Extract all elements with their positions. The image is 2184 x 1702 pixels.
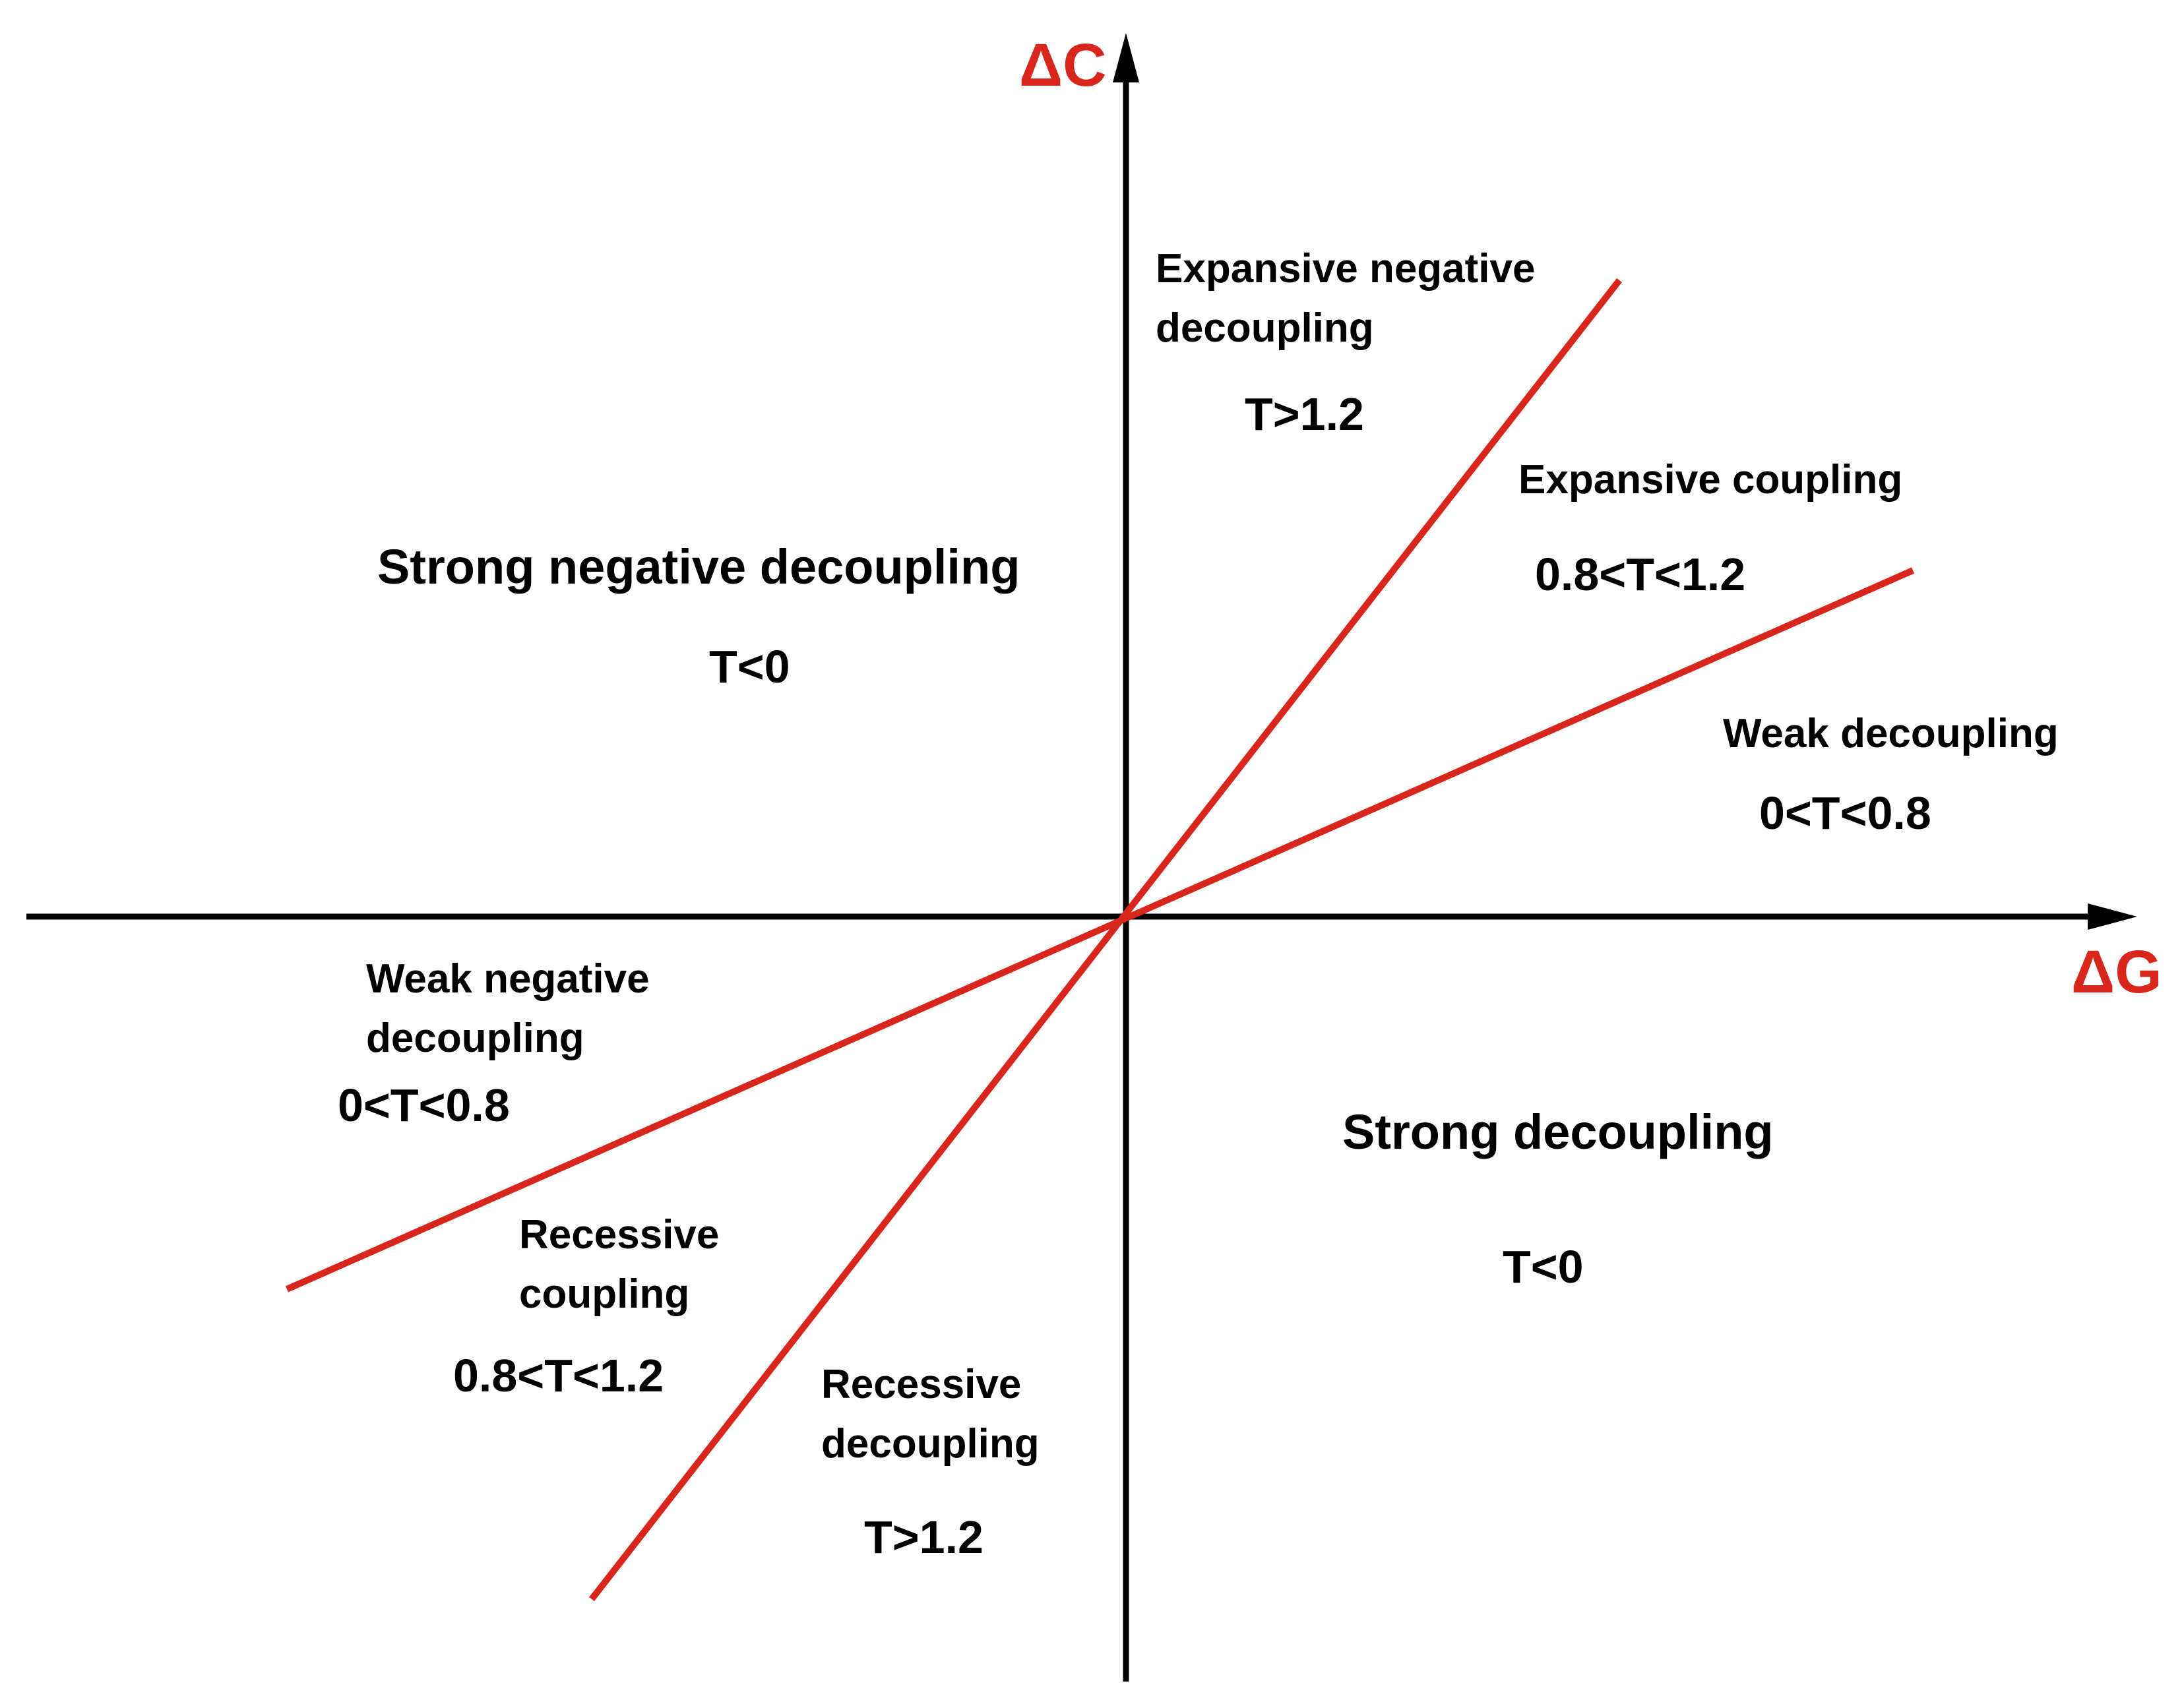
region-weak-negative-title-2: decoupling [366, 1016, 584, 1061]
region-expansive-negative-condition: T>1.2 [1245, 388, 1364, 440]
region-weak-decoupling-condition: 0<T<0.8 [1759, 787, 1931, 839]
region-strong-decoupling-title: Strong decoupling [1342, 1105, 1774, 1159]
region-expansive-coupling-condition: 0.8<T<1.2 [1535, 549, 1745, 600]
region-weak-negative-title-1: Weak negative [366, 956, 650, 1002]
region-strong-negative-title: Strong negative decoupling [377, 539, 1020, 594]
region-recessive-decoupling-condition: T>1.2 [864, 1511, 983, 1563]
boundary-line-t-1-2 [589, 278, 1622, 1602]
region-strong-negative-condition: T<0 [709, 641, 790, 692]
region-weak-decoupling-title: Weak decoupling [1723, 711, 2059, 756]
region-recessive-coupling-title-2: coupling [519, 1271, 689, 1317]
region-expansive-coupling-title: Expansive coupling [1518, 457, 1902, 502]
x-axis-label: ΔG [2071, 938, 2162, 1006]
region-recessive-decoupling-title-2: decoupling [821, 1421, 1040, 1467]
region-expansive-negative-title-2: decoupling [1156, 305, 1374, 351]
region-weak-negative-condition: 0<T<0.8 [338, 1079, 510, 1131]
x-axis-arrowhead [2088, 903, 2137, 930]
region-recessive-coupling-title-1: Recessive [519, 1212, 719, 1258]
region-recessive-coupling-condition: 0.8<T<1.2 [453, 1350, 664, 1401]
boundary-line-t-0-8 [285, 567, 1915, 1292]
region-strong-decoupling-condition: T<0 [1503, 1241, 1584, 1292]
region-recessive-decoupling-title-1: Recessive [821, 1362, 1021, 1407]
region-expansive-negative-title-1: Expansive negative [1156, 246, 1536, 291]
y-axis-arrowhead [1113, 33, 1139, 82]
y-axis-label: ΔC [1019, 32, 1107, 99]
